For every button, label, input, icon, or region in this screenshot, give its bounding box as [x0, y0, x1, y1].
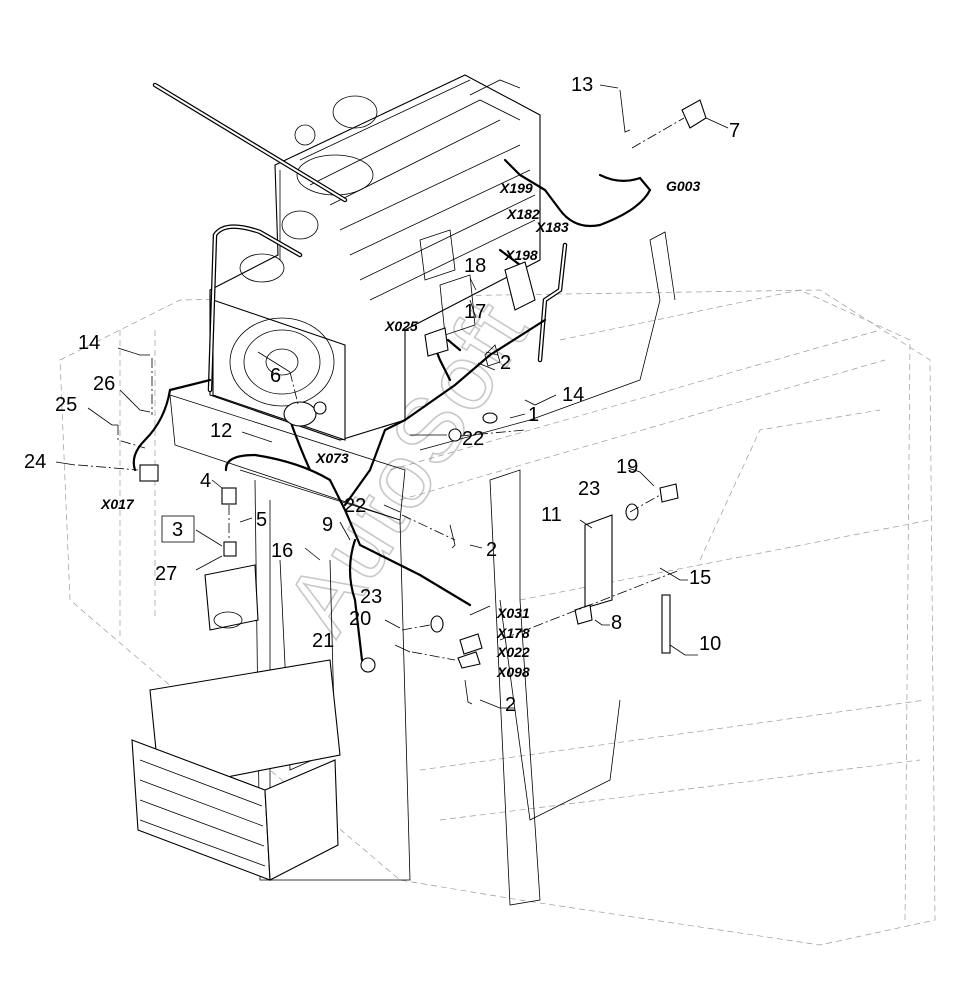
- part-13: [619, 89, 631, 133]
- part-10: [661, 594, 671, 654]
- part-8: [574, 604, 593, 625]
- callout-4: 4: [200, 470, 211, 492]
- callout-21: 21: [312, 630, 334, 652]
- part-6: [283, 401, 317, 427]
- callout-numbers: 13 7 18 17 2 14 26 25 24 6 12 14 1 22 4 …: [24, 74, 740, 716]
- clip-2-lower: [464, 679, 473, 705]
- clip-2-middle: [449, 524, 456, 549]
- callout-13: 13: [571, 74, 593, 96]
- part-1: [482, 412, 498, 424]
- callout-24: 24: [24, 451, 46, 473]
- washer-23-right: [625, 503, 639, 521]
- part-7: [681, 99, 707, 129]
- callout-2-middle: 2: [486, 539, 497, 561]
- callout-14-left: 14: [78, 332, 100, 354]
- callout-23-left: 23: [360, 586, 382, 608]
- right-frame-panel: [419, 231, 676, 906]
- callout-9: 9: [322, 514, 333, 536]
- part-11: [584, 514, 613, 609]
- callout-16: 16: [271, 540, 293, 562]
- callout-1: 1: [528, 404, 539, 426]
- callout-20: 20: [349, 608, 371, 630]
- callout-2-upper: 2: [500, 352, 511, 374]
- callout-15: 15: [689, 567, 711, 589]
- connector-block: [459, 633, 483, 655]
- callout-17: 17: [464, 301, 486, 323]
- connector-x017-body: [139, 464, 159, 482]
- part-4: [221, 487, 237, 505]
- code-x178: X178: [496, 625, 530, 641]
- callout-22-upper: 22: [462, 428, 484, 450]
- code-x022: X022: [496, 644, 530, 660]
- leader-lines: [55, 84, 729, 709]
- code-x199: X199: [499, 180, 533, 196]
- code-g003: G003: [666, 178, 700, 194]
- callout-box-3: [161, 515, 195, 543]
- code-x073: X073: [315, 450, 349, 466]
- callout-19: 19: [616, 456, 638, 478]
- callout-3: 3: [172, 519, 183, 541]
- callout-18: 18: [464, 255, 486, 277]
- connector-codes: X199 G003 X182 X183 X198 X025 X073 X017 …: [100, 178, 700, 680]
- code-x017: X017: [100, 496, 135, 512]
- clip-2-upper: [484, 344, 501, 367]
- callout-5: 5: [256, 509, 267, 531]
- callout-27: 27: [155, 563, 177, 585]
- part-18: [504, 261, 536, 311]
- code-x025: X025: [384, 318, 418, 334]
- engine-pipes: [152, 82, 568, 393]
- part-19: [659, 483, 679, 503]
- callout-22-lower: 22: [344, 495, 366, 517]
- battery-box: [131, 659, 341, 881]
- code-x183: X183: [535, 219, 569, 235]
- part-21: [360, 657, 376, 673]
- connector-x025-body: [424, 327, 449, 357]
- callout-23-right: 23: [578, 478, 600, 500]
- part-27: [223, 541, 237, 557]
- callout-7: 7: [729, 120, 740, 142]
- callout-12: 12: [210, 420, 232, 442]
- callout-10: 10: [699, 633, 721, 655]
- code-x031: X031: [496, 605, 530, 621]
- washer-22-upper: [448, 428, 462, 442]
- callout-6: 6: [270, 365, 281, 387]
- flywheel-housing: [212, 299, 346, 441]
- callout-14-right: 14: [562, 384, 584, 406]
- callout-26: 26: [93, 373, 115, 395]
- code-x182: X182: [506, 206, 540, 222]
- small-parts: [139, 89, 707, 705]
- washer-23-left: [430, 615, 444, 633]
- code-x098: X098: [496, 664, 530, 680]
- callout-8: 8: [611, 612, 622, 634]
- callout-11: 11: [541, 504, 562, 526]
- code-x198: X198: [504, 247, 538, 263]
- filter-assembly: [204, 564, 259, 631]
- callout-2-lower: 2: [505, 694, 516, 716]
- callout-25: 25: [55, 394, 77, 416]
